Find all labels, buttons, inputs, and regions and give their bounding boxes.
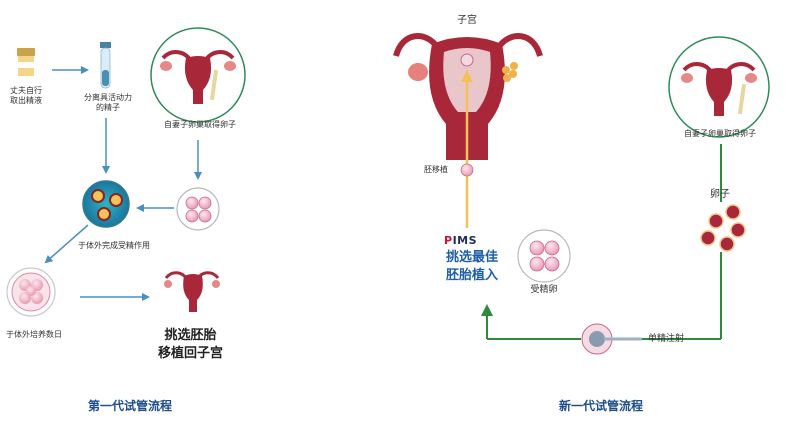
transfer-line1: 挑选胚胎	[164, 328, 217, 343]
fertilization-dish-icon	[82, 180, 130, 228]
semen-label: 丈夫自行取出精液	[10, 86, 42, 105]
test-tube-icon	[100, 42, 111, 89]
eggs-dish-icon	[176, 187, 220, 231]
uterus-ovary-icon-right	[681, 62, 757, 116]
semen-cup-icon	[17, 48, 35, 76]
embryo-small-icon	[460, 163, 474, 177]
uterus-ovary-icon	[160, 50, 236, 104]
icsi-label: 单精注射	[648, 334, 685, 344]
sperm-label: 分离具活动力的精子	[84, 93, 132, 112]
transfer-line2: 移植回子宫	[158, 346, 224, 361]
culture-label: 于体外培养数日	[6, 330, 62, 339]
arrow-dish-to-culture	[44, 224, 89, 264]
transfer-caption: 挑选胚胎 移植回子宫	[158, 327, 223, 363]
cultured-embryo-icon	[6, 267, 56, 317]
eggs-cluster-icon	[694, 202, 750, 252]
egg-retrieval-label: 自妻子卵巢取得卵子	[164, 120, 236, 129]
fertilization-label: 于体外完成受精作用	[78, 241, 150, 250]
uterus-label: 子宫	[457, 15, 477, 26]
select-line2: 胚胎植入	[446, 268, 499, 283]
fertilized-egg-dish-icon	[517, 229, 571, 283]
select-line1: 挑选最佳	[446, 250, 499, 265]
new-gen-title: 新一代试管流程	[558, 399, 644, 413]
egg-label: 卵子	[710, 189, 730, 200]
egg-retrieval-label-right: 自妻子卵巢取得卵子	[684, 129, 756, 138]
select-caption: 挑选最佳 胚胎植入	[446, 249, 498, 285]
transfer-uterus-icon	[164, 271, 220, 312]
embryo-transfer-label: 胚移植	[424, 165, 448, 174]
pims-logo: PIMS	[444, 234, 478, 247]
first-gen-title: 第一代试管流程	[87, 399, 173, 413]
fertilized-label: 受精卵	[530, 285, 558, 295]
icsi-egg-icon	[581, 323, 642, 355]
